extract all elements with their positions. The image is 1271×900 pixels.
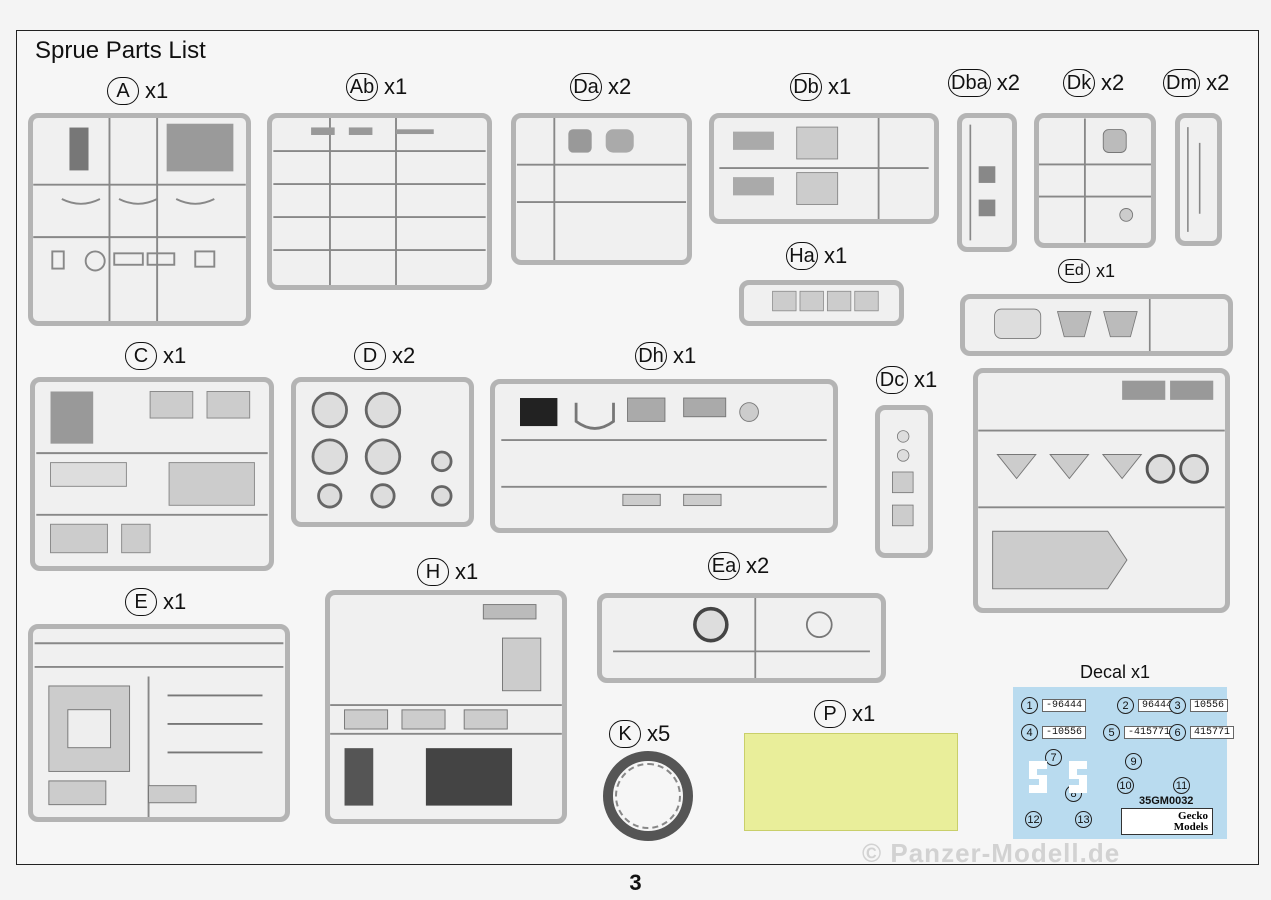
sprue-e-parts [34,642,284,817]
decal-item-13: 13 [1075,811,1096,828]
sprue-dc-illustration [875,405,933,558]
photo-etch-sheet-p [744,733,958,831]
sprue-d-illustration [291,377,474,527]
sprue-da-illustration [511,113,692,265]
sprue-dh-illustration [490,379,838,533]
sprue-ed-parts [994,299,1151,351]
sprue-dh-parts [501,397,827,507]
sprue-ha-illustration [739,280,904,326]
decal-code: 35GM0032 [1139,795,1194,807]
sprue-ha-parts [772,290,879,312]
sprue-ea-parts [613,598,870,678]
decal-item-10: 10 [1117,777,1138,794]
sprue-h-illustration [325,590,567,824]
sprue-hb-illustration [973,368,1230,613]
sprue-dm-illustration [1175,113,1222,246]
sprue-dm-parts [1187,127,1201,232]
sprue-ab-parts [273,118,486,285]
decal-item-9: 9 [1125,753,1146,770]
sprue-h-parts [330,604,562,806]
sprue-db-illustration [709,113,939,224]
watermark: © Panzer-Modell.de [862,838,1121,868]
decal-item-5: 5-415771 [1103,724,1175,741]
sprue-dk-illustration [1034,113,1156,248]
sprue-c-parts [36,391,268,554]
decal-item-7: 7 [1045,749,1066,766]
sprue-dc-parts [892,430,914,527]
sprue-da-parts [516,118,687,260]
sprue-e-illustration [28,624,290,822]
sprue-a-parts [33,118,246,321]
sprue-ed-illustration [960,294,1233,356]
sprue-dba-illustration [957,113,1017,252]
page-title: Sprue Parts List [35,37,206,64]
sprue-dk-parts [1039,118,1151,243]
decal-item-11: 11 [1173,777,1194,794]
sprue-c-illustration [30,377,274,571]
sprue-dba-parts [969,124,996,241]
sprue-db-parts [719,118,929,219]
decal-title: Decal x1 [1080,662,1151,682]
decal-item-4: 4-10556 [1021,724,1087,741]
sprue-hb-parts [978,380,1225,590]
page-number: 3 [629,870,642,895]
decal-item-1: 1-96444 [1021,697,1087,714]
sprue-a-illustration [28,113,251,326]
sprue-d-parts [311,391,453,509]
sprue-ab-illustration [267,113,492,290]
sprue-ea-illustration [597,593,886,683]
tire-ring-k [603,751,693,841]
decal-item-12: 12 [1025,811,1046,828]
decal-white-numbers [1029,761,1087,793]
